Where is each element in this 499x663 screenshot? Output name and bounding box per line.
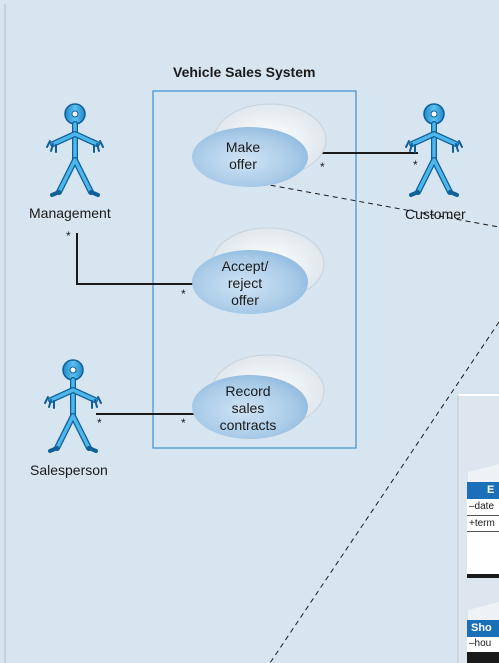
multiplicity-accept-reject: * xyxy=(181,287,186,301)
use-case-label-record-contracts: Record sales contracts xyxy=(219,383,277,433)
class-attribute-term: +term xyxy=(467,516,499,532)
class-card-tab-2 xyxy=(468,602,499,620)
assoc-management-accept xyxy=(76,233,197,285)
actor-label-management: Management xyxy=(29,205,111,221)
use-case-make-offer xyxy=(192,103,327,187)
class-body-1 xyxy=(467,532,499,574)
use-case-record-sales-contracts xyxy=(192,354,325,439)
class-card-tab-1 xyxy=(468,464,499,482)
multiplicity-management: * xyxy=(66,229,71,243)
class-header-2: Sho xyxy=(467,620,499,637)
multiplicity-customer: * xyxy=(413,158,418,172)
use-case-label-accept-reject: Accept/ reject offer xyxy=(221,258,269,308)
class-attribute-date: –date xyxy=(467,499,499,516)
actor-label-salesperson: Salesperson xyxy=(30,462,108,478)
class-header-1: E xyxy=(467,482,499,499)
callout-line-bottom xyxy=(269,321,499,663)
system-title: Vehicle Sales System xyxy=(173,64,316,80)
class-card-1-bottom-shadow xyxy=(467,574,499,578)
multiplicity-make-offer: * xyxy=(320,160,325,174)
class-card-2-bottom-shadow xyxy=(467,652,499,663)
multiplicity-record-contracts: * xyxy=(181,416,186,430)
use-case-label-make-offer: Make offer xyxy=(225,139,261,172)
use-case-accept-reject-offer xyxy=(192,227,325,314)
system-boundary xyxy=(152,90,357,449)
multiplicity-salesperson: * xyxy=(97,416,102,430)
actor-label-customer: Customer xyxy=(405,206,466,222)
diagram-background xyxy=(5,4,499,663)
class-attribute-hou: –hou xyxy=(467,637,499,652)
callout-line-top xyxy=(252,181,499,228)
